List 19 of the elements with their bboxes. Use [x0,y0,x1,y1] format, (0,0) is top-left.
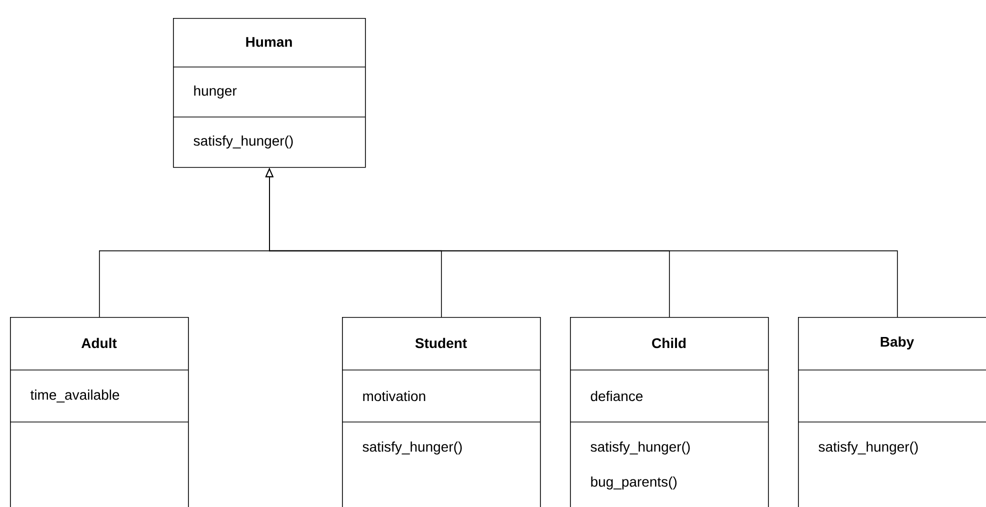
class-name: Baby [880,336,914,350]
class-box [172,18,366,168]
class-name: Adult [81,338,117,348]
class-box [10,317,189,507]
method-text: satisfy_hunger() [362,441,462,455]
attribute-text: motivation [363,390,426,402]
attribute-text: hunger [194,85,237,99]
attribute-text: time_available [30,390,120,402]
class-name: Human [246,37,292,47]
class-name: Student [415,338,467,348]
class-box [570,317,769,507]
attribute-text: defiance [590,390,643,402]
method-text: satisfy_hunger() [590,441,690,455]
method-text: satisfy_hunger() [818,441,918,455]
class-box [342,317,541,507]
class-box [798,317,986,507]
method-text: satisfy_hunger() [194,135,293,149]
class-name: Child [652,338,686,348]
method-text: bug_parents() [591,476,677,490]
